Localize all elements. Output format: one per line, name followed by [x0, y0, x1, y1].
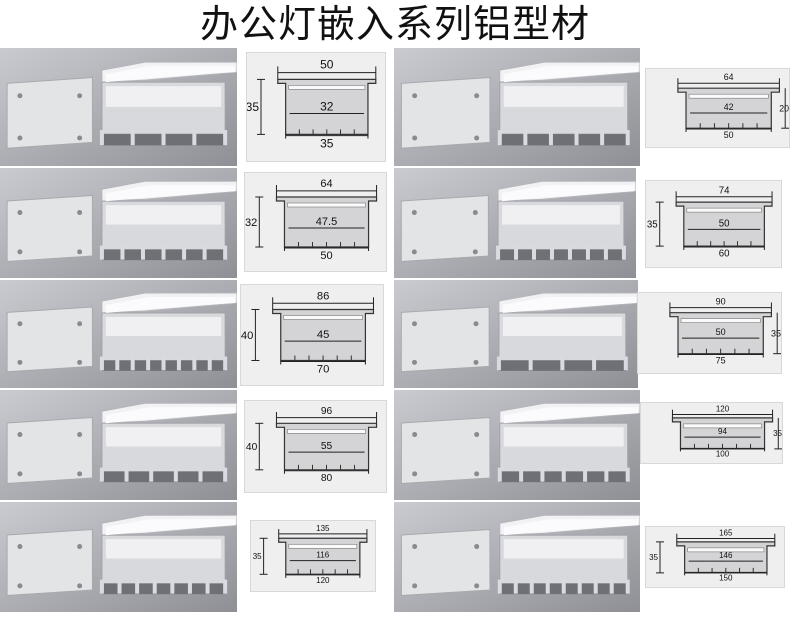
- dim-inner-width: 47.5: [316, 216, 337, 228]
- dimension-drawing: 86 45 70 40: [240, 284, 384, 386]
- dim-inner-width: 45: [317, 329, 329, 341]
- dim-top-width: 90: [716, 296, 726, 306]
- dim-bottom-width: 50: [320, 250, 332, 262]
- dim-bottom-width: 60: [719, 249, 730, 260]
- dimension-drawing: 96 55 80 40: [244, 400, 387, 493]
- dim-inner-width: 94: [718, 427, 727, 436]
- dim-height: 40: [241, 330, 253, 342]
- dim-inner-width: 42: [724, 102, 734, 112]
- dimension-drawing: 64 47.5 50 32: [244, 172, 387, 272]
- product-photo: [394, 502, 640, 612]
- product-photo: [394, 280, 638, 388]
- dim-top-width: 165: [719, 529, 733, 538]
- dim-height: 35: [647, 220, 658, 231]
- product-photo: [0, 502, 237, 612]
- dim-inner-width: 50: [716, 327, 726, 337]
- dim-top-width: 135: [316, 524, 330, 533]
- product-photo: [394, 48, 640, 166]
- product-photo: [394, 168, 636, 278]
- dimension-drawing: 90 50 75 35: [637, 292, 782, 374]
- dim-bottom-width: 80: [321, 473, 333, 484]
- dimension-drawing: 50 32 35 35: [246, 52, 386, 162]
- dim-height: 20: [779, 103, 789, 113]
- dim-height: 40: [246, 442, 258, 453]
- dim-top-width: 64: [320, 178, 332, 190]
- dim-bottom-width: 70: [317, 364, 329, 376]
- dim-inner-width: 32: [320, 100, 334, 114]
- dim-bottom-width: 100: [716, 449, 730, 458]
- dim-top-width: 96: [321, 406, 333, 417]
- product-photo: [0, 48, 237, 166]
- dim-height: 35: [771, 328, 781, 338]
- product-photo: [394, 390, 640, 500]
- dim-inner-width: 55: [321, 441, 333, 452]
- dim-top-width: 120: [716, 405, 730, 414]
- dim-bottom-width: 120: [316, 576, 330, 585]
- dim-height: 35: [247, 100, 259, 114]
- dim-bottom-width: 35: [320, 137, 334, 151]
- dimension-drawing: 64 42 50 20: [645, 68, 790, 148]
- product-photo: [0, 168, 237, 278]
- dimension-drawing: 74 50 60 35: [645, 180, 782, 268]
- dim-top-width: 86: [317, 290, 329, 302]
- dim-bottom-width: 75: [716, 356, 726, 366]
- dimension-drawing: 165 146 150 35: [645, 526, 785, 588]
- dim-height: 35: [649, 553, 658, 562]
- dim-top-width: 74: [719, 185, 730, 196]
- dimension-drawing: 135 116 120 35: [250, 520, 376, 592]
- dim-inner-width: 116: [316, 551, 329, 560]
- dim-inner-width: 50: [719, 218, 730, 229]
- page-title: 办公灯嵌入系列铝型材: [199, 2, 590, 46]
- dim-height: 35: [253, 552, 262, 561]
- product-photo: [0, 390, 237, 500]
- dim-inner-width: 146: [719, 551, 733, 560]
- dim-height: 35: [773, 429, 782, 438]
- dim-bottom-width: 50: [724, 130, 734, 140]
- dimension-drawing: 120 94 100 35: [640, 402, 783, 464]
- dim-top-width: 64: [724, 72, 734, 82]
- dim-bottom-width: 150: [719, 573, 733, 582]
- dim-height: 32: [245, 217, 257, 229]
- product-photo: [0, 280, 237, 388]
- dim-top-width: 50: [320, 57, 334, 71]
